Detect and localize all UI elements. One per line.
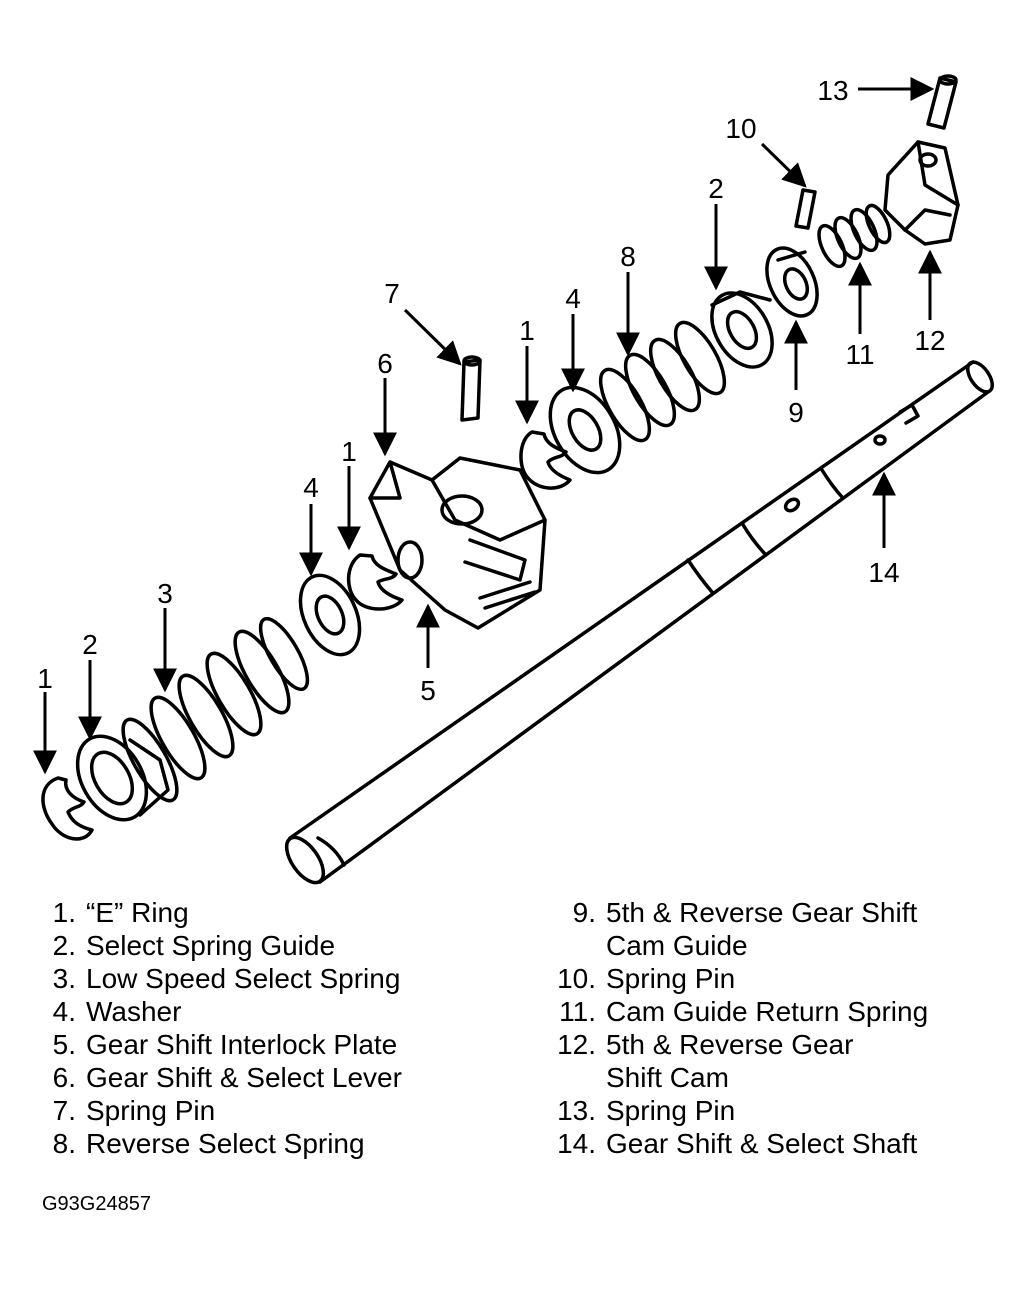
legend-item: 9. 5th & Reverse Gear Shift — [548, 896, 928, 929]
exploded-view-diagram: 1 2 3 4 1 6 5 7 1 4 8 2 10 13 9 11 12 14 — [33, 74, 994, 885]
callout-5: 5 — [420, 675, 436, 706]
callout-12: 12 — [914, 325, 945, 356]
legend-number: 5. — [52, 1029, 76, 1060]
legend-number: 14. — [557, 1128, 596, 1159]
legend-label: Gear Shift & Select Shaft — [606, 1128, 918, 1159]
callout-8: 8 — [620, 241, 636, 272]
legend-item: Cam Guide — [548, 929, 928, 962]
legend-number: 13. — [557, 1095, 596, 1126]
legend-number: 4. — [52, 996, 76, 1027]
legend-label: Low Speed Select Spring — [86, 963, 401, 994]
legend-label: Spring Pin — [86, 1095, 216, 1126]
legend-number: 8. — [52, 1128, 76, 1159]
legend-item: 4. Washer — [40, 995, 402, 1028]
interlock-plate-and-lever — [368, 456, 547, 630]
legend-number — [548, 1061, 596, 1094]
legend-number: 6. — [52, 1062, 76, 1093]
legend-item: 14. Gear Shift & Select Shaft — [548, 1127, 928, 1160]
callout-1-middle: 1 — [341, 436, 357, 467]
legend-item: 10. Spring Pin — [548, 962, 928, 995]
callout-6: 6 — [377, 348, 393, 379]
legend-item: 3. Low Speed Select Spring — [40, 962, 402, 995]
legend-number: 7. — [52, 1095, 76, 1126]
legend-number: 2. — [52, 930, 76, 961]
select-spring-guide-left — [75, 734, 170, 822]
legend-item: 2. Select Spring Guide — [40, 929, 402, 962]
parts-legend-left: 1. “E” Ring 2. Select Spring Guide 3. Low S… — [40, 896, 402, 1160]
select-spring-guide-right — [710, 290, 774, 369]
callout-13: 13 — [817, 75, 848, 106]
legend-label: 5th & Reverse Gear — [606, 1029, 854, 1060]
callout-14: 14 — [868, 557, 899, 588]
callout-1-left: 1 — [37, 663, 53, 694]
cam-guide — [765, 246, 819, 318]
legend-item: 13. Spring Pin — [548, 1094, 928, 1127]
legend-label: Reverse Select Spring — [86, 1128, 365, 1159]
legend-label: 5th & Reverse Gear Shift — [606, 897, 918, 928]
spring-pin-7 — [460, 355, 482, 422]
legend-number: 3. — [52, 963, 76, 994]
legend-number — [548, 929, 596, 962]
legend-label: Cam Guide — [606, 930, 748, 961]
legend-number: 9. — [572, 897, 596, 928]
legend-label: Cam Guide Return Spring — [606, 996, 929, 1027]
callout-11: 11 — [845, 339, 874, 370]
e-ring-left — [41, 776, 94, 841]
callout-2-right: 2 — [708, 173, 724, 204]
legend-label: Spring Pin — [606, 963, 736, 994]
legend-item: 8. Reverse Select Spring — [40, 1127, 402, 1160]
legend-item: 12. 5th & Reverse Gear — [548, 1028, 928, 1061]
legend-item: 11. Cam Guide Return Spring — [548, 995, 928, 1028]
legend-label: Washer — [86, 996, 182, 1027]
figure-code: G93G24857 — [42, 1193, 151, 1215]
spring-pin-10 — [794, 188, 817, 230]
legend-label: Spring Pin — [606, 1095, 736, 1126]
cam-guide-return-spring — [817, 203, 892, 269]
legend-label: Shift Cam — [606, 1062, 729, 1093]
e-ring-middle — [346, 553, 404, 611]
legend-number: 11. — [559, 996, 596, 1027]
callout-3: 3 — [157, 578, 173, 609]
legend-label: Select Spring Guide — [86, 930, 336, 961]
legend-item: Shift Cam — [548, 1061, 928, 1094]
callout-1-right: 1 — [519, 315, 535, 346]
legend-number: 12. — [557, 1029, 596, 1060]
legend-item: 7. Spring Pin — [40, 1094, 402, 1127]
legend-item: 5. Gear Shift Interlock Plate — [40, 1028, 402, 1061]
callout-4-right: 4 — [565, 283, 581, 314]
legend-number: 1. — [52, 897, 76, 928]
callout-7: 7 — [384, 278, 400, 309]
leader-arrows — [33, 77, 942, 775]
reverse-select-spring — [598, 320, 727, 443]
legend-item: 6. Gear Shift & Select Lever — [40, 1061, 402, 1094]
legend-number: 10. — [557, 963, 596, 994]
gear-shift-select-shaft — [284, 360, 994, 885]
shift-cam — [883, 140, 960, 246]
legend-item: 1. “E” Ring — [40, 896, 402, 929]
parts-legend-right: 9. 5th & Reverse Gear Shift Cam Guide 10.… — [548, 896, 928, 1160]
callout-10: 10 — [725, 113, 756, 144]
e-ring-right — [519, 430, 572, 490]
spring-pin-13 — [926, 74, 958, 130]
low-speed-select-spring — [121, 616, 310, 803]
legend-label: “E” Ring — [86, 897, 189, 928]
legend-label: Gear Shift & Select Lever — [86, 1062, 402, 1093]
washer-left — [298, 573, 362, 657]
callout-9: 9 — [788, 397, 804, 428]
callout-2-left: 2 — [82, 629, 98, 660]
legend-label: Gear Shift Interlock Plate — [86, 1029, 398, 1060]
callout-4-left: 4 — [303, 472, 319, 503]
